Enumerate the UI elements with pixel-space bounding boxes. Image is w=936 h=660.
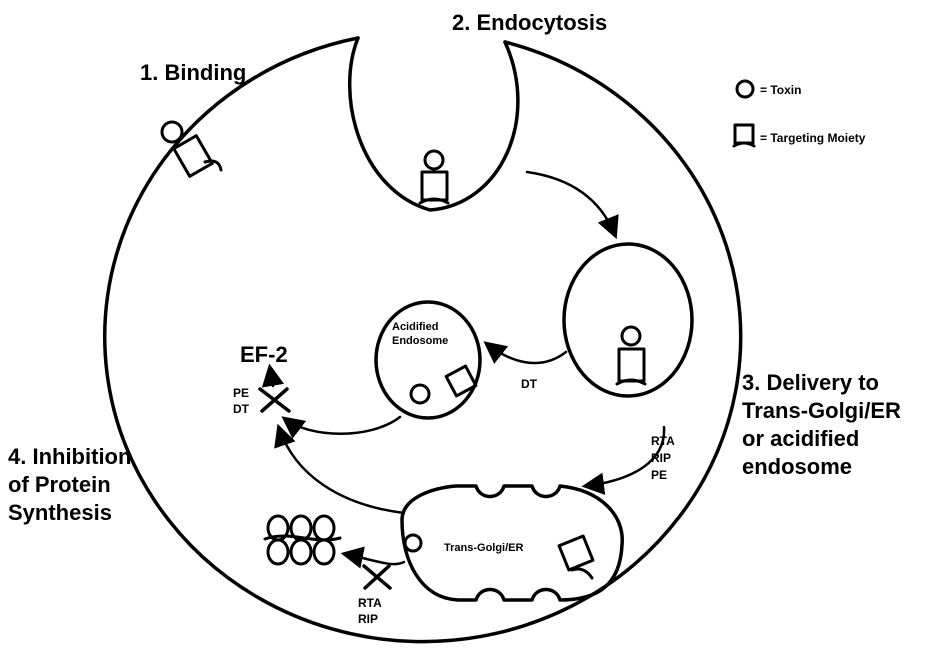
inhibition-x-ribosome (364, 566, 390, 588)
route-label-pe: PE (651, 468, 667, 482)
dt-label: DT (233, 402, 250, 416)
arrow-golgi-to-ef2 (279, 428, 404, 513)
step-inhibition-label: 4. Inhibition of Protein Synthesis (8, 444, 131, 525)
inhibition-line-2: of Protein (8, 472, 111, 497)
toxin-complex-endocytosis (420, 151, 448, 203)
inhibition-x-ef2 (260, 389, 289, 411)
toxin-legend-icon (737, 81, 753, 97)
ribosome-label-rta: RTA (358, 596, 382, 610)
polyribosome-icon (265, 516, 340, 564)
delivery-line-2: Trans-Golgi/ER (742, 398, 901, 423)
delivery-line-1: 3. Delivery to (742, 370, 879, 395)
step-delivery-label: 3. Delivery to Trans-Golgi/ER or acidifi… (742, 370, 901, 479)
endosome-label-line-2: Endosome (392, 335, 448, 347)
arrow-vesicle-to-endosome (487, 344, 566, 363)
legend: = Toxin = Targeting Moiety (734, 81, 866, 146)
route-label-rip: RIP (651, 451, 671, 465)
targeting-moiety-legend-icon (734, 125, 754, 146)
arrow-ef2 (270, 368, 273, 386)
step-binding-label: 1. Binding (140, 60, 246, 85)
arrow-endosome-to-ef2 (285, 417, 400, 434)
delivery-line-3: or acidified (742, 426, 859, 451)
endosome-label-line-1: Acidified (392, 321, 438, 333)
golgi-label: Trans-Golgi/ER (444, 542, 524, 554)
inhibition-line-3: Synthesis (8, 500, 112, 525)
ribosome-label-rip: RIP (358, 612, 378, 626)
dt-arrow-label: DT (521, 377, 538, 391)
step-endocytosis-label: 2. Endocytosis (452, 10, 607, 35)
arrow-golgi-to-ribosome (345, 554, 404, 564)
legend-toxin-label: = Toxin (760, 83, 801, 97)
endocytic-vesicle (350, 38, 518, 210)
transport-vesicle (564, 244, 692, 396)
arrow-endocytosis-to-vesicle (527, 172, 615, 235)
pe-label: PE (233, 386, 249, 400)
inhibition-line-1: 4. Inhibition (8, 444, 131, 469)
toxin-complex-vesicle (617, 327, 645, 384)
delivery-line-4: endosome (742, 454, 852, 479)
route-label-rta: RTA (651, 434, 675, 448)
ef2-label: EF-2 (240, 342, 288, 367)
legend-targeting-label: = Targeting Moiety (760, 131, 866, 145)
